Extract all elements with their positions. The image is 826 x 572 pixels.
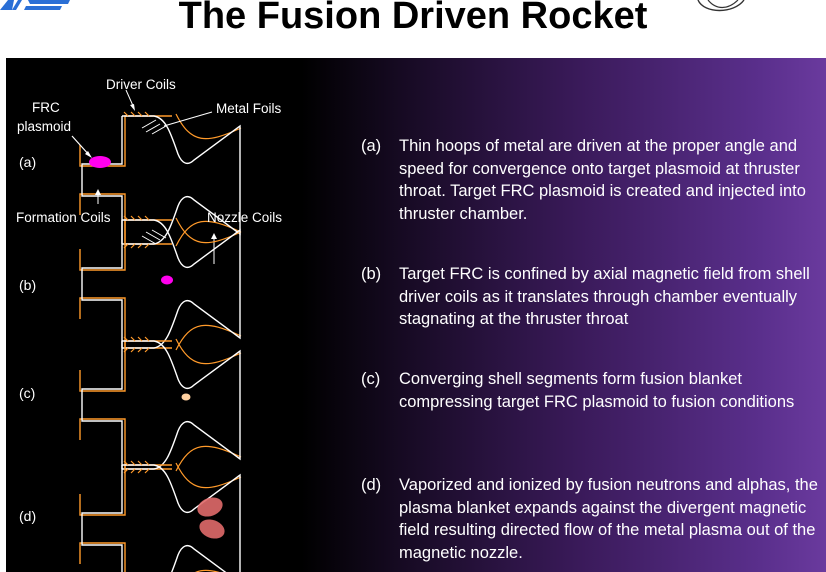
- frc-plasmoid-b: [161, 275, 173, 285]
- frc-plasmoid-a: [89, 156, 111, 168]
- frc-label-line2: plasmoid: [17, 119, 71, 134]
- stage-d-label: (d): [19, 508, 36, 524]
- stage-b-desc-text: Target FRC is confined by axial magnetic…: [399, 265, 810, 328]
- stage-b-diagram: [79, 215, 242, 353]
- frc-label-line1: FRC: [32, 100, 60, 115]
- stage-c-desc-label: (c): [361, 370, 381, 388]
- company-logo: [0, 0, 70, 10]
- stage-a-description: (a) Thin hoops of metal are driven at th…: [361, 135, 826, 225]
- stage-b-desc-label: (b): [361, 265, 382, 283]
- formation-coils-label: Formation Coils: [16, 210, 111, 225]
- stage-d-desc-text: Vaporized and ionized by fusion neutrons…: [399, 476, 818, 562]
- stage-c-label: (c): [19, 385, 35, 401]
- rocket-stage-diagrams: Driver Coils Metal Foils FRC plasmoid Fo…: [16, 77, 282, 572]
- diagram-panel: Driver Coils Metal Foils FRC plasmoid Fo…: [6, 58, 826, 572]
- exhaust-plume-lower: [199, 519, 225, 539]
- header: The Fusion Driven Rocket: [0, 0, 826, 56]
- stage-a-diagram: [71, 89, 242, 264]
- stage-b-label: (b): [19, 277, 36, 293]
- metal-foils-label: Metal Foils: [216, 101, 282, 116]
- stage-a-label: (a): [19, 154, 36, 170]
- stage-b-description: (b) Target FRC is confined by axial magn…: [361, 263, 826, 331]
- stage-d-diagram: [79, 460, 242, 572]
- stage-c-diagram: [79, 336, 242, 474]
- stage-d-description: (d) Vaporized and ionized by fusion neut…: [361, 474, 826, 564]
- compressed-plasmoid-c: [181, 393, 191, 401]
- stage-c-desc-text: Converging shell segments form fusion bl…: [399, 370, 795, 411]
- stage-a-desc-text: Thin hoops of metal are driven at the pr…: [399, 137, 806, 223]
- stage-d-desc-label: (d): [361, 476, 382, 494]
- exhaust-plume-upper: [197, 497, 223, 517]
- driver-coils-label: Driver Coils: [106, 77, 176, 92]
- atom-orbit-icon: [697, 0, 745, 12]
- page-title: The Fusion Driven Rocket: [178, 0, 648, 37]
- stage-c-description: (c) Converging shell segments form fusio…: [361, 368, 826, 413]
- stage-a-desc-label: (a): [361, 137, 382, 155]
- nozzle-coils-label: Nozzle Coils: [207, 210, 282, 225]
